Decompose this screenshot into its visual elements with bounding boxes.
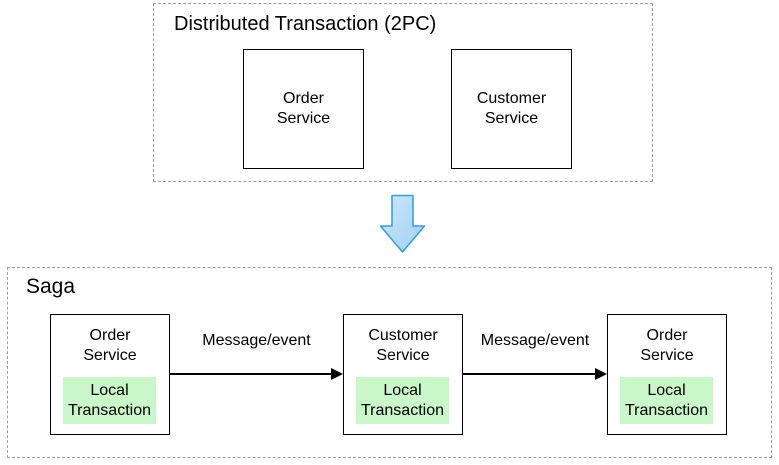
flow-arrow-1-arrowhead-icon bbox=[331, 368, 343, 380]
edge-label-message-event-1: Message/event bbox=[202, 332, 311, 349]
customer-service-label-saga: Customer Service bbox=[368, 327, 438, 364]
local-transaction-box-2: Local Transaction bbox=[356, 377, 449, 424]
saga-group: Saga Order Service Local Transaction Mes… bbox=[7, 267, 772, 458]
local-transaction-label-2: Local Transaction bbox=[361, 381, 444, 419]
flow-arrow-2-line bbox=[463, 373, 598, 375]
customer-service-node-saga: Customer Service Local Transaction bbox=[343, 314, 463, 435]
order-service-box-2pc: Order Service bbox=[243, 49, 364, 169]
local-transaction-box-1: Local Transaction bbox=[63, 377, 156, 424]
flow-arrow-2-arrowhead-icon bbox=[595, 368, 607, 380]
distributed-transaction-2pc-group: Distributed Transaction (2PC) Order Serv… bbox=[153, 3, 653, 182]
order-service-label-saga-2: Order Service bbox=[640, 327, 694, 364]
transform-down-arrow-icon bbox=[379, 194, 426, 253]
customer-service-box-2pc: Customer Service bbox=[451, 49, 572, 169]
local-transaction-label-3: Local Transaction bbox=[625, 381, 708, 419]
group-title-saga: Saga bbox=[26, 275, 76, 298]
customer-service-label-2pc: Customer Service bbox=[476, 90, 547, 127]
flow-arrow-1 bbox=[170, 368, 343, 380]
order-service-node-saga-2: Order Service Local Transaction bbox=[607, 314, 727, 435]
order-service-node-saga: Order Service Local Transaction bbox=[50, 314, 170, 435]
group-title-2pc: Distributed Transaction (2PC) bbox=[174, 13, 437, 35]
flow-arrow-2 bbox=[463, 368, 607, 380]
order-service-label-2pc: Order Service bbox=[276, 90, 331, 127]
edge-label-message-event-2: Message/event bbox=[480, 332, 590, 349]
local-transaction-box-3: Local Transaction bbox=[620, 377, 713, 424]
local-transaction-label-1: Local Transaction bbox=[68, 381, 151, 419]
flow-arrow-1-line bbox=[170, 373, 334, 375]
order-service-label-saga: Order Service bbox=[83, 327, 137, 364]
down-arrow-shape bbox=[379, 194, 426, 253]
